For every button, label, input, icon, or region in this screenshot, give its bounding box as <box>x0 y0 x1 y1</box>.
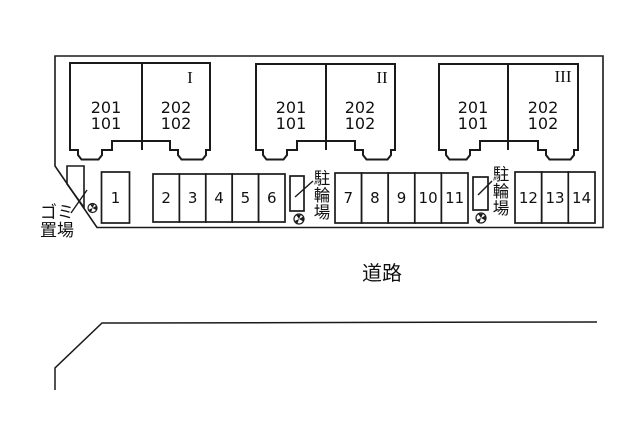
bicycle-parking-1-label-char2: 輪 <box>314 186 331 205</box>
parking-stall <box>204 173 234 223</box>
building-3-right-unit-upper: 202 <box>528 98 559 117</box>
parking-stall <box>334 172 363 224</box>
building-3-numeral: III <box>555 67 572 86</box>
road: 道路 <box>54 262 598 390</box>
parking-stall-number: 3 <box>188 189 198 207</box>
building-3-left-unit-lower: 101 <box>458 114 489 133</box>
building-1-right-unit-lower: 102 <box>161 114 192 133</box>
building-2-right-unit-lower: 102 <box>345 114 376 133</box>
parking-stall <box>360 172 390 224</box>
parking-stall <box>413 172 443 224</box>
building-1-left-unit-lower: 101 <box>91 114 122 133</box>
shrub-icon <box>293 213 305 225</box>
parking-stall <box>100 171 131 224</box>
shrub-icon <box>475 212 487 224</box>
building-3: III 201 101 202 102 <box>438 63 579 161</box>
parking-stall-number: 2 <box>161 189 171 207</box>
building-1-right-unit-upper: 202 <box>161 98 192 117</box>
building-2-left-unit-lower: 101 <box>276 114 307 133</box>
garbage-area-label-line1: ゴミ <box>40 202 74 222</box>
bicycle-parking-1: 駐 輪 場 <box>289 169 331 225</box>
leader-line <box>294 180 314 198</box>
bicycle-parking-1-label-char1: 駐 <box>314 169 331 188</box>
parking-stall-number: 8 <box>370 189 380 207</box>
parking-stall-number: 14 <box>572 189 591 207</box>
parking-stall <box>540 171 570 224</box>
building-2: II 201 101 202 102 <box>255 63 396 161</box>
road-label: 道路 <box>362 262 402 285</box>
road-edge-line <box>54 321 598 390</box>
parking-stall <box>178 173 207 223</box>
bicycle-parking-2-pad <box>472 176 489 211</box>
parking-stall <box>257 173 286 223</box>
bicycle-parking-2-label-char1: 駐 <box>493 165 510 184</box>
garbage-area-pad <box>66 165 85 210</box>
bicycle-parking-2-label-char3: 場 <box>493 199 510 218</box>
building-2-numeral: II <box>376 68 388 87</box>
parking-stall-number: 11 <box>445 189 464 207</box>
building-1-outline <box>69 62 211 161</box>
building-1-numeral: I <box>187 68 193 87</box>
parking-stall-number: 6 <box>267 189 277 207</box>
parking-stall <box>440 172 469 224</box>
parking-stall-number: 10 <box>419 189 438 207</box>
building-2-left-unit-upper: 201 <box>276 98 307 117</box>
parking-stall-number: 9 <box>397 189 407 207</box>
parking-stall-number: 1 <box>111 189 121 207</box>
bicycle-parking-1-pad <box>289 175 305 212</box>
bicycle-parking-2-label-char2: 輪 <box>493 182 510 201</box>
building-2-right-unit-upper: 202 <box>345 98 376 117</box>
parking-stall-number: 7 <box>344 189 354 207</box>
building-3-right-unit-lower: 102 <box>528 114 559 133</box>
leader-line <box>70 189 88 214</box>
parking-row: 1 2 3 4 5 6 7 8 9 10 11 12 13 14 <box>100 171 596 224</box>
parking-stall-number: 4 <box>214 189 224 207</box>
garbage-area-label-line2: 置場 <box>40 221 74 240</box>
building-3-left-unit-upper: 201 <box>458 98 489 117</box>
parking-stall-number: 5 <box>241 189 251 207</box>
bicycle-parking-1-label-char3: 場 <box>314 203 331 222</box>
leader-line <box>477 180 493 196</box>
parking-stall-number: 13 <box>545 189 564 207</box>
parking-stall-number: 12 <box>519 189 538 207</box>
building-1-left-unit-upper: 201 <box>91 98 122 117</box>
bicycle-parking-2: 駐 輪 場 <box>472 165 510 224</box>
shrub-icon <box>87 202 98 214</box>
building-1: I 201 101 202 102 <box>69 62 211 161</box>
parking-stall <box>152 173 181 223</box>
garbage-area: ゴミ 置場 <box>40 165 98 240</box>
site-boundary <box>54 55 604 229</box>
parking-stall <box>567 171 596 224</box>
